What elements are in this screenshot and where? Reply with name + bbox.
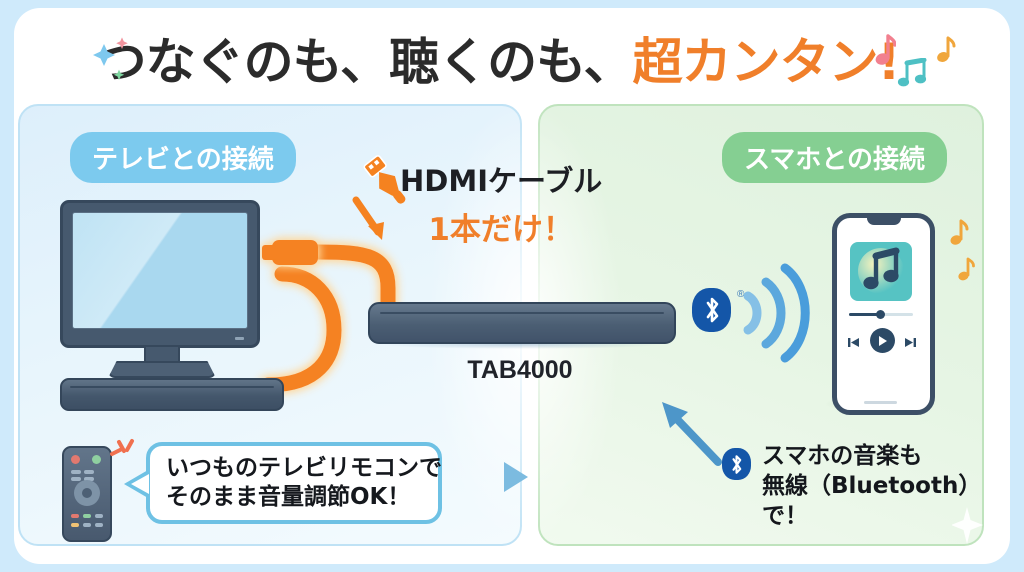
music-note-icon [863,247,900,290]
bubble-line-2: そのまま音量調節OK！ [166,484,411,510]
music-note-orange-small-icon [944,218,970,257]
smartphone-icon [832,213,935,415]
remote-dpad [74,480,100,506]
playback-progress-bar[interactable] [849,310,913,319]
bt-caption-line-3: で！ [762,502,808,529]
soundbar-device [368,302,676,344]
play-icon[interactable] [870,328,895,353]
music-note-orange-icon [930,36,956,70]
phone-notch [866,218,901,225]
phone-home-indicator [864,401,897,404]
skip-previous-icon[interactable] [848,335,860,353]
soundbar-icon [60,378,284,411]
remote-dpad-center [82,488,92,498]
up-left-arrow-icon [652,396,732,481]
remote-color-button [83,514,91,518]
play-triangle-icon [504,462,528,492]
tv-screen [72,212,248,329]
sparkle-icon [88,36,136,84]
hdmi-label-line1: HDMIケーブル [400,164,603,198]
progress-knob[interactable] [876,310,885,319]
skip-next-icon[interactable] [904,335,916,353]
tv-led-icon [235,337,244,340]
device-model-label: TAB4000 [467,356,573,384]
bluetooth-icon [722,448,751,480]
remote-speech-bubble: いつものテレビリモコンで そのまま音量調節OK！ [146,442,442,524]
tv-stand-base [108,361,216,378]
down-arrow-icon [352,196,394,253]
remote-button-row [71,477,81,481]
bluetooth-caption: スマホの音楽も 無線（Bluetooth） で！ [762,442,981,532]
hdmi-label: HDMIケーブル 1本だけ！ [400,158,602,249]
bt-caption-line-1: スマホの音楽も [762,443,923,469]
remote-power-button [71,455,80,464]
bt-caption-line-2: 無線（Bluetooth） [762,472,982,499]
remote-button-row [84,470,94,474]
remote-color-button [83,523,91,527]
music-note-pink-icon [866,34,896,74]
progress-fill [849,313,879,316]
tv-remote-icon [62,446,112,542]
remote-input-button [92,455,101,464]
remote-color-button [95,514,103,518]
remote-action-lines-icon [108,438,142,477]
sparkle-icon [951,506,986,551]
page-title: つなぐのも、聴くのも、 超カンタン! [0,22,996,94]
registered-mark: ® [737,289,745,300]
remote-button-row [71,470,81,474]
music-note-orange-icon [952,256,976,293]
remote-button-row [84,477,94,481]
tv-panel-label: テレビとの接続 [70,132,296,183]
television-icon [60,200,260,378]
title-main-text: つなぐのも、聴くのも、 [96,33,634,91]
bluetooth-icon [692,288,731,332]
soundbar-shadow [378,340,666,349]
hdmi-label-line2: 1本だけ！ [428,212,574,248]
album-art [850,242,912,301]
title-accent-text: 超カンタン! [632,33,901,91]
bubble-line-1: いつものテレビリモコンで [166,454,442,481]
tv-bezel [60,200,260,348]
music-note-teal-icon [897,58,931,92]
bubble-tail-inner [131,474,149,494]
wireless-waves-icon [740,258,810,373]
hdmi-plug-icon [353,146,423,220]
remote-color-button [71,523,79,527]
phone-panel-label: スマホとの接続 [722,132,947,183]
remote-color-button [95,523,103,527]
remote-color-button [71,514,79,518]
